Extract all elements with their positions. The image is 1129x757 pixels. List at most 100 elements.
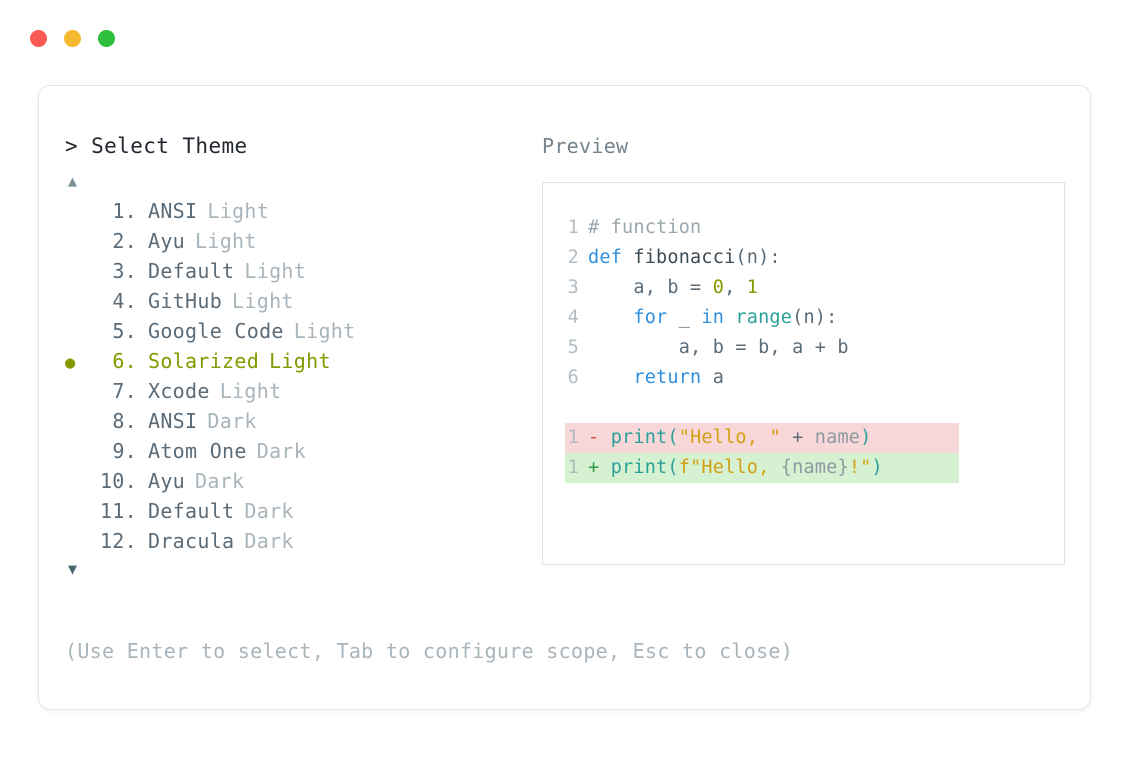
- theme-name: Default: [148, 499, 235, 523]
- code-line: 4 for _ in range(n):: [565, 303, 1064, 333]
- code-token: a, b = b, a + b: [588, 337, 849, 358]
- theme-index: 8.: [112, 409, 137, 433]
- theme-index: 3.: [112, 259, 137, 283]
- theme-mode: Dark: [207, 409, 257, 433]
- theme-name: Dracula: [148, 529, 235, 553]
- code-token: (n):: [735, 247, 781, 268]
- code-token: !": [848, 457, 872, 478]
- theme-index: 11.: [99, 499, 137, 523]
- maximize-button[interactable]: [98, 29, 115, 47]
- line-number: 1: [567, 217, 579, 238]
- code-token: for: [633, 307, 668, 328]
- theme-list-item[interactable]: 2. Ayu Light: [65, 226, 535, 256]
- theme-name: ANSI: [148, 409, 198, 433]
- theme-index: 6.: [112, 349, 137, 373]
- theme-mode: Light: [219, 379, 282, 403]
- diff-line-add: 1+ print(f"Hello, {name}!"): [565, 453, 959, 483]
- code-token: +: [780, 427, 815, 448]
- code-token: return: [633, 367, 702, 388]
- line-number: 2: [567, 247, 579, 268]
- theme-name: Ayu: [148, 229, 186, 253]
- close-button[interactable]: [30, 29, 47, 47]
- window-titlebar: [0, 0, 1129, 76]
- diff-line-del: 1- print("Hello, " + name): [565, 423, 959, 453]
- theme-mode: Light: [232, 289, 294, 313]
- line-number: 1: [567, 427, 579, 448]
- code-token: print: [610, 427, 668, 448]
- code-token: # function: [588, 217, 702, 238]
- code-line: 5 a, b = b, a + b: [565, 333, 1064, 363]
- theme-mode: Dark: [244, 499, 294, 523]
- theme-name: Default: [148, 259, 235, 283]
- line-number: 5: [567, 337, 579, 358]
- theme-mode: Dark: [256, 439, 307, 463]
- diff-marker: +: [588, 457, 611, 478]
- theme-list-item[interactable]: 8. ANSI Dark: [65, 406, 535, 436]
- theme-index: 4.: [112, 289, 137, 313]
- code-token: range: [735, 307, 793, 328]
- code-token: 0: [712, 277, 725, 298]
- theme-index: 7.: [112, 379, 137, 403]
- theme-name: Google Code: [148, 319, 284, 343]
- code-token: {name}: [780, 457, 849, 478]
- theme-mode: Light: [195, 229, 257, 253]
- code-token: a: [701, 367, 725, 388]
- keyboard-hint: (Use Enter to select, Tab to configure s…: [65, 639, 794, 663]
- line-number: 6: [567, 367, 579, 388]
- scroll-down-icon[interactable]: ▼: [68, 560, 78, 578]
- line-number: 1: [567, 457, 579, 478]
- code-token: "Hello, ": [678, 427, 781, 448]
- theme-mode: Light: [269, 349, 331, 373]
- theme-list-item[interactable]: 11. Default Dark: [65, 496, 535, 526]
- code-token: name: [814, 427, 861, 448]
- scroll-up-icon[interactable]: ▲: [68, 172, 78, 190]
- theme-list-item[interactable]: 5. Google Code Light: [65, 316, 535, 346]
- code-token: in: [701, 307, 725, 328]
- theme-index: 1.: [112, 199, 137, 223]
- page-title: > Select Theme: [65, 134, 248, 158]
- theme-mode: Light: [244, 259, 307, 283]
- code-token: [724, 307, 735, 328]
- theme-list-item[interactable]: 4. GitHub Light: [65, 286, 535, 316]
- code-token: [588, 367, 633, 388]
- code-token: fibonacci: [633, 247, 736, 268]
- theme-mode: Dark: [195, 469, 245, 493]
- diff-marker: -: [588, 427, 611, 448]
- theme-list-item[interactable]: 3. Default Light: [65, 256, 535, 286]
- minimize-button[interactable]: [64, 29, 81, 47]
- code-token: a, b =: [588, 277, 713, 298]
- code-token: _: [667, 307, 702, 328]
- code-token: 1: [746, 277, 759, 298]
- selected-bullet-icon: ●: [65, 353, 76, 373]
- code-token: f"Hello,: [678, 457, 781, 478]
- theme-name: Xcode: [148, 379, 210, 403]
- theme-name: Atom One: [148, 439, 247, 463]
- theme-index: 2.: [112, 229, 137, 253]
- code-token: print: [610, 457, 668, 478]
- traffic-light-buttons: [30, 29, 115, 47]
- theme-name: Ayu: [148, 469, 186, 493]
- theme-mode: Light: [293, 319, 356, 343]
- theme-mode: Light: [207, 199, 270, 223]
- line-number: 4: [567, 307, 579, 328]
- code-line: 1 # function: [565, 213, 1064, 243]
- theme-list-item[interactable]: 7. Xcode Light: [65, 376, 535, 406]
- theme-index: 12.: [99, 529, 137, 553]
- preview-label: Preview: [542, 134, 629, 158]
- code-token: (: [667, 427, 679, 448]
- code-line: 3 a, b = 0, 1: [565, 273, 1064, 303]
- theme-name: GitHub: [148, 289, 223, 313]
- code-token: (n):: [792, 307, 838, 328]
- theme-index: 5.: [112, 319, 137, 343]
- code-line: 6 return a: [565, 363, 1064, 393]
